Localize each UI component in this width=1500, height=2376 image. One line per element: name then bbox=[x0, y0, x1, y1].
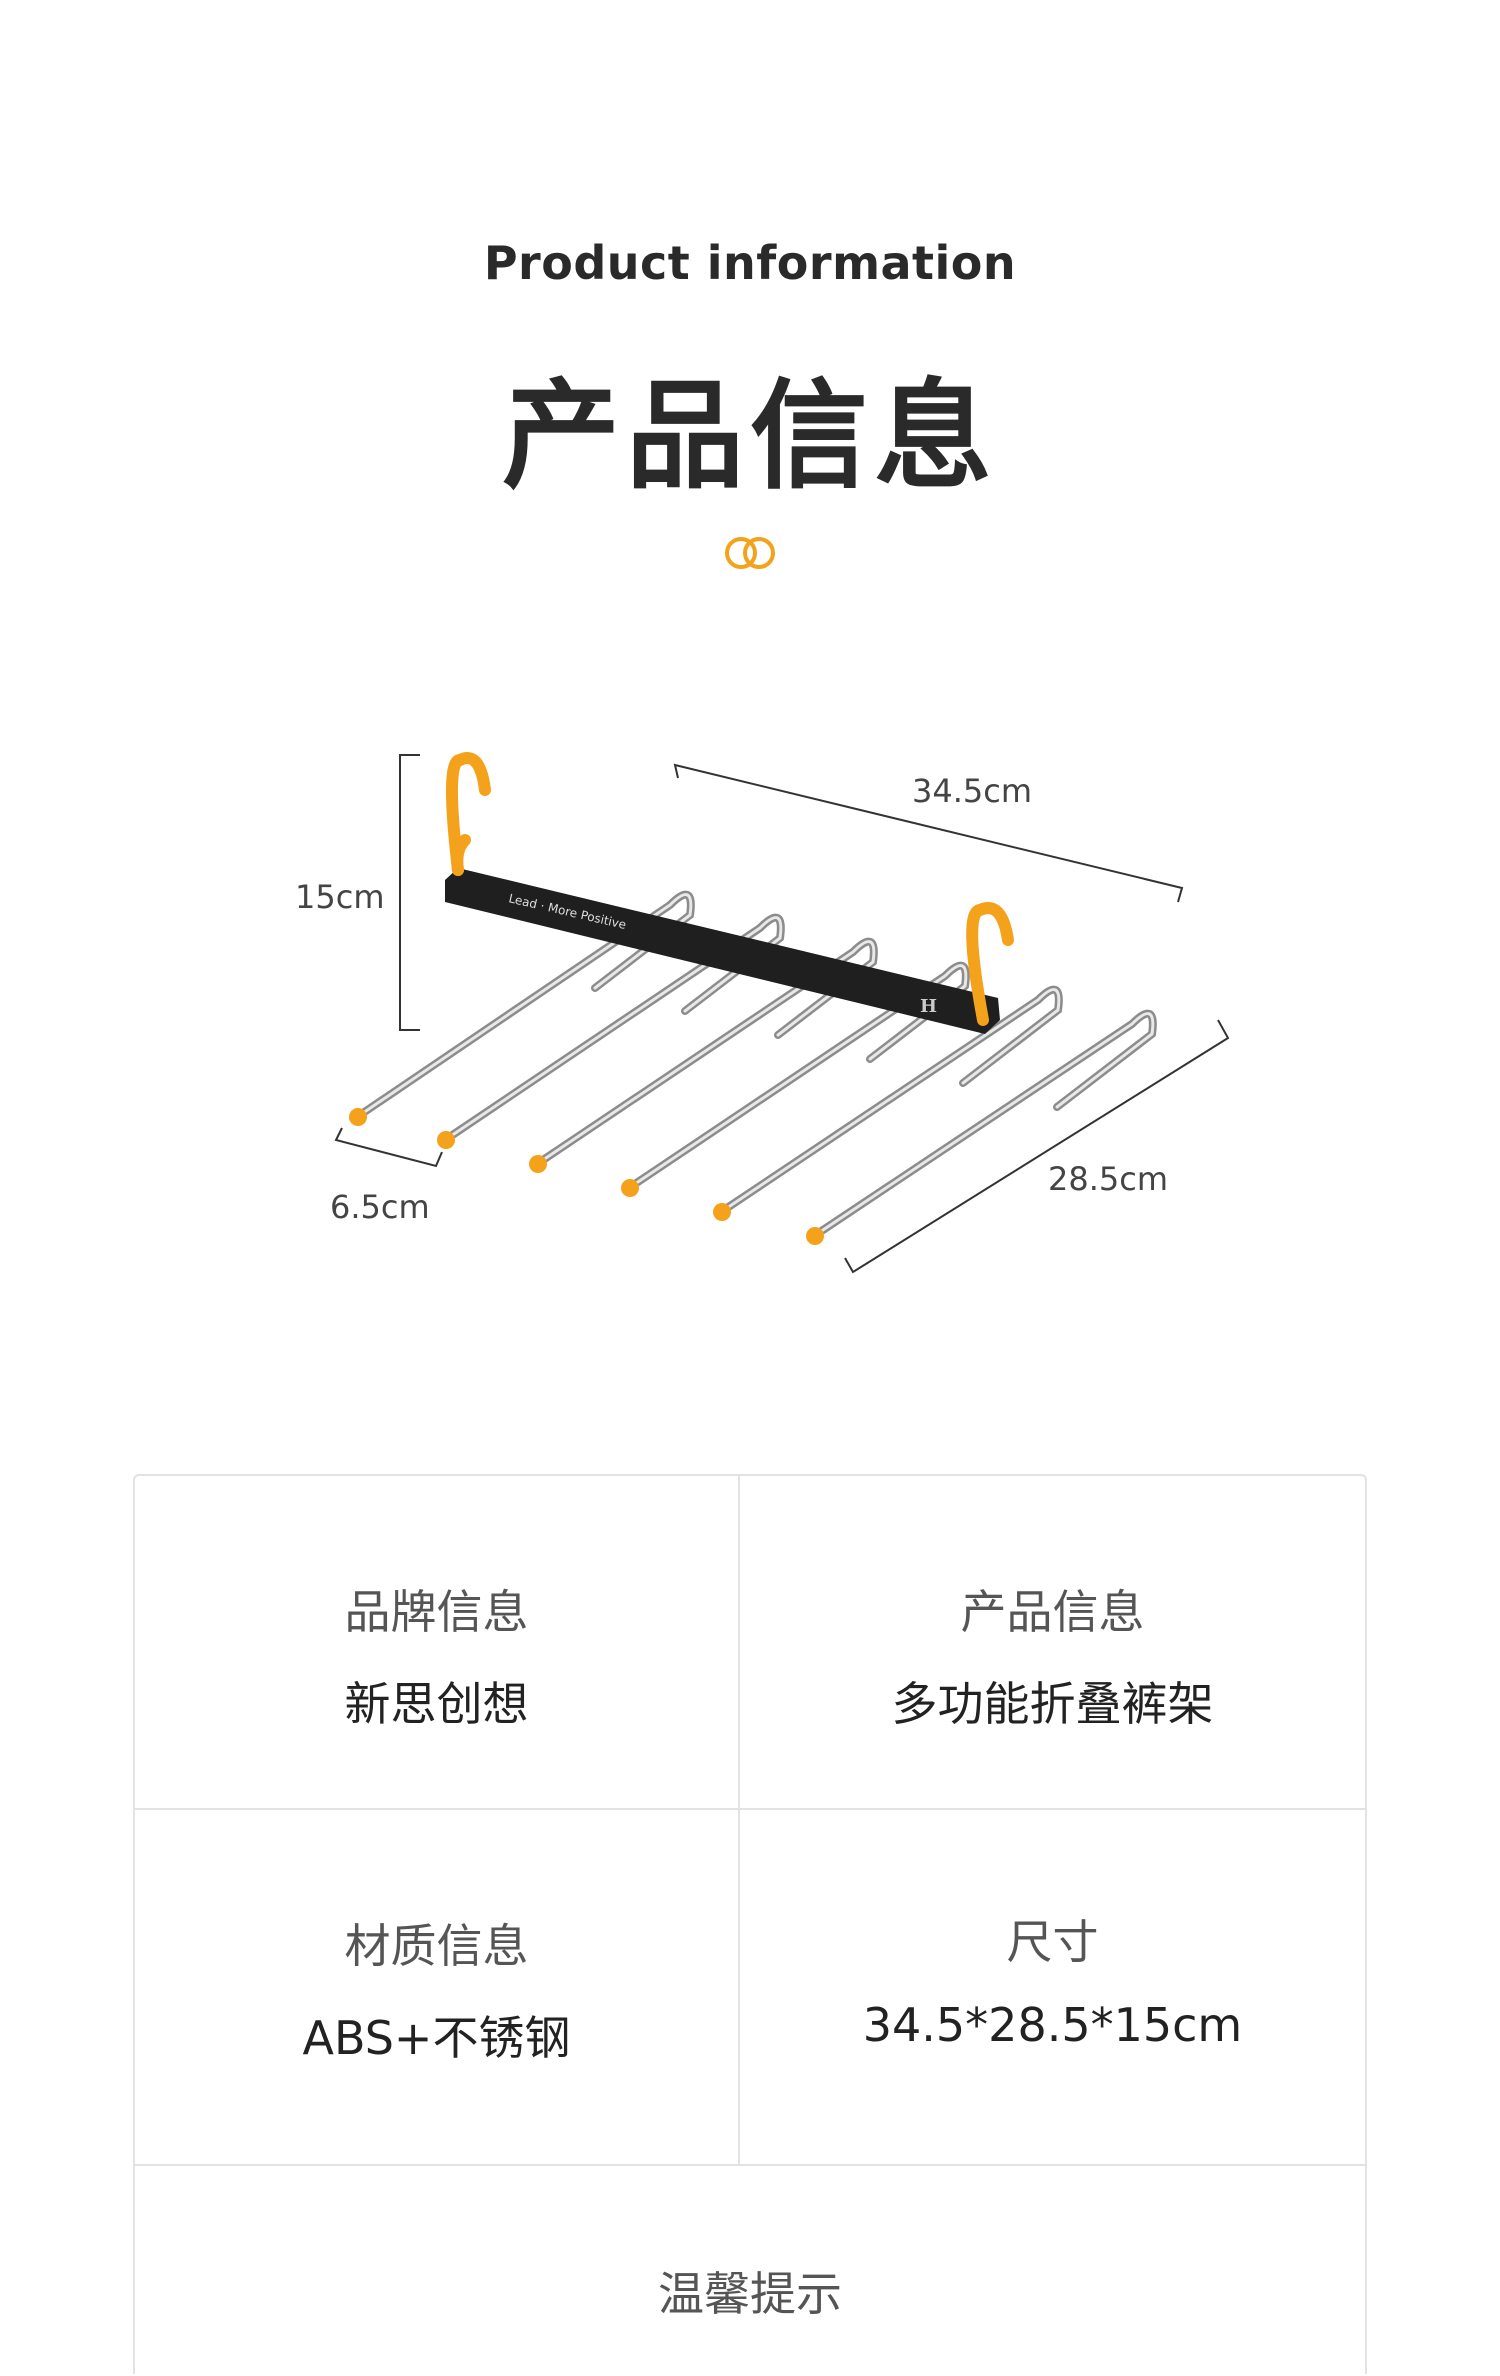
tips-cell: 温馨提示 bbox=[135, 2166, 1365, 2376]
page-title: 产品信息 bbox=[501, 367, 998, 505]
material-cell: 材质信息 ABS+不锈钢 bbox=[135, 1810, 738, 2164]
depth-dimension-label: 28.5cm bbox=[1048, 1160, 1168, 1198]
product-label: 产品信息 bbox=[960, 1585, 1145, 1639]
brand-cell: 品牌信息 新思创想 bbox=[135, 1476, 738, 1808]
length-dimension-label: 34.5cm bbox=[912, 772, 1032, 810]
size-cell: 尺寸 34.5*28.5*15cm bbox=[740, 1810, 1365, 2164]
rod-end-caps bbox=[349, 1108, 824, 1245]
material-label: 材质信息 bbox=[344, 1919, 529, 1973]
size-label: 尺寸 bbox=[1006, 1915, 1099, 1969]
brand-label: 品牌信息 bbox=[344, 1585, 529, 1639]
double-ring-icon bbox=[725, 537, 775, 569]
brand-value: 新思创想 bbox=[344, 1677, 529, 1731]
height-dimension-label: 15cm bbox=[295, 878, 384, 916]
material-value: ABS+不锈钢 bbox=[302, 2011, 571, 2065]
product-info-table: 品牌信息 新思创想 产品信息 多功能折叠裤架 材质信息 ABS+不锈钢 尺寸 3… bbox=[133, 1474, 1367, 2374]
spacing-dimension-label: 6.5cm bbox=[330, 1188, 430, 1226]
hanger-bar: Lead · More Positive H bbox=[445, 868, 1000, 1034]
product-cell: 产品信息 多功能折叠裤架 bbox=[740, 1476, 1365, 1808]
product-diagram: 15cm 34.5cm 28.5cm 6.5cm bbox=[295, 752, 1230, 1274]
tips-label: 温馨提示 bbox=[658, 2267, 842, 2321]
logo-mark: H bbox=[920, 996, 937, 1017]
size-value: 34.5*28.5*15cm bbox=[862, 1998, 1243, 2052]
hanger-hooks bbox=[445, 752, 1014, 1026]
hanger-rods bbox=[356, 890, 1157, 1238]
product-value: 多功能折叠裤架 bbox=[891, 1677, 1214, 1731]
subtitle-english: Product information bbox=[483, 236, 1017, 290]
